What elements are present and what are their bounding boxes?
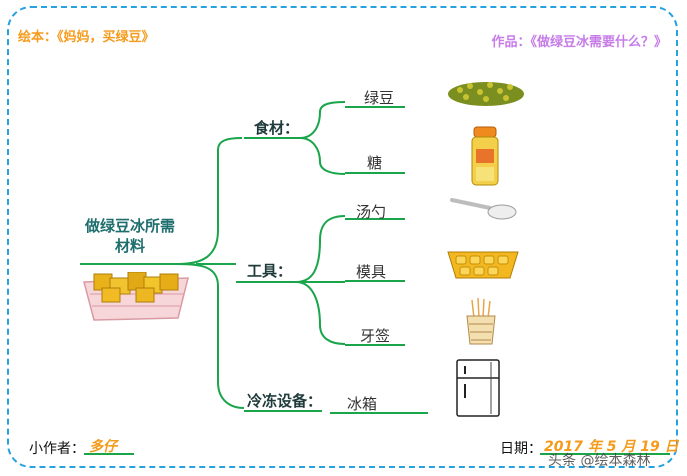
spoon-icon	[450, 198, 517, 220]
sugar-jar-icon	[471, 126, 499, 186]
watermark: 头条 @绘本森林	[548, 453, 651, 469]
date-value: 2017 年 5 月 19 日	[544, 439, 679, 455]
map-title: 做绿豆冰所需材料	[84, 217, 175, 255]
ice-mold-icon	[447, 251, 519, 279]
author-label: 小作者：	[29, 441, 85, 457]
item-mold: 模具	[356, 263, 387, 281]
ice-basket-icon	[83, 272, 189, 321]
book-title: 绘本：《妈妈，买绿豆》	[18, 30, 155, 45]
author-name: 多仔	[89, 439, 117, 455]
mung-bean-icon	[448, 82, 524, 106]
date-label: 日期：	[500, 441, 542, 457]
item-fridge: 冰箱	[347, 395, 378, 413]
category-freezer: 冷冻设备：	[247, 392, 323, 410]
fridge-icon	[456, 359, 500, 417]
item-toothpick: 牙签	[360, 327, 391, 345]
page-frame	[7, 6, 678, 468]
item-sugar: 糖	[367, 154, 383, 172]
item-mung-bean: 绿豆	[364, 89, 395, 107]
item-spoon: 汤勺	[356, 203, 387, 221]
toothpick-holder-icon	[466, 298, 496, 345]
work-title: 作品：《做绿豆冰需要什么？》	[491, 35, 667, 50]
category-tools: 工具：	[247, 262, 293, 280]
category-food: 食材：	[254, 119, 300, 137]
